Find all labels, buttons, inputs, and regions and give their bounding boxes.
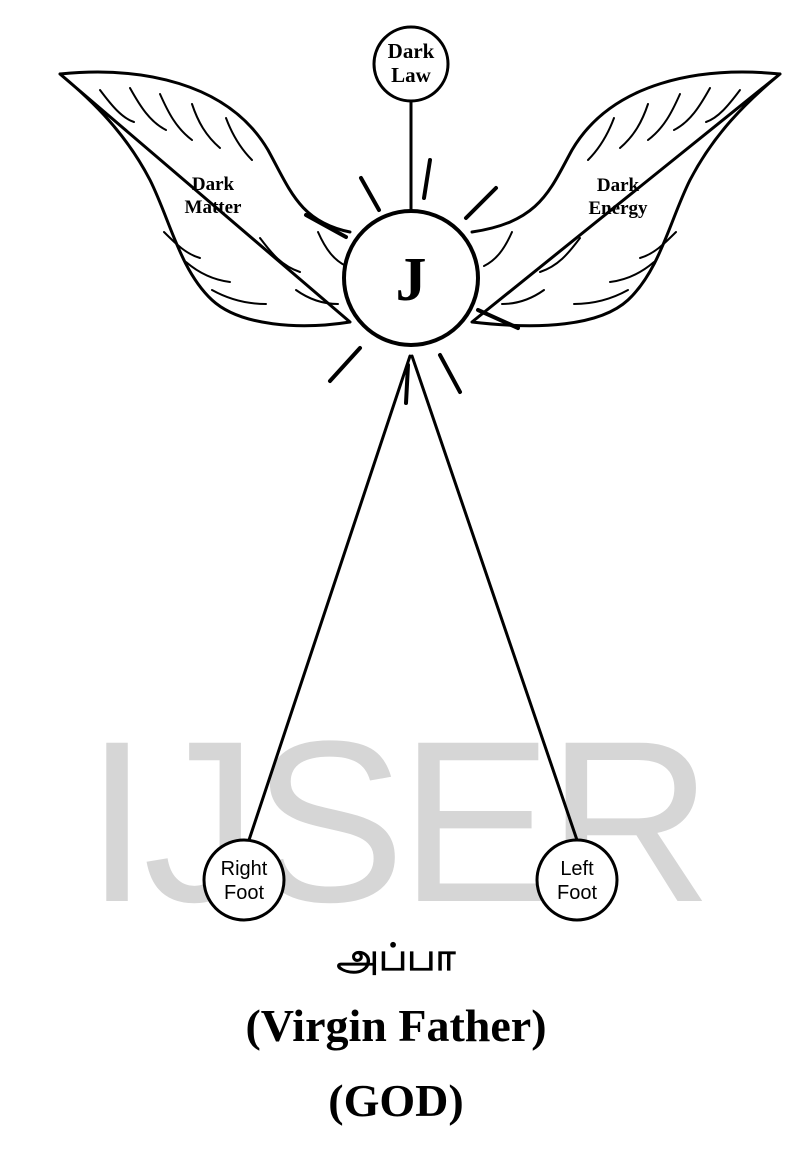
radiance-rays xyxy=(304,158,520,405)
left-foot-label-1: Left xyxy=(560,858,594,880)
dark-energy-label-2: Energy xyxy=(588,198,648,219)
dark-energy-label-1: Dark xyxy=(597,175,640,196)
dark-law-label-1: Dark xyxy=(388,39,435,63)
dark-matter-label-2: Matter xyxy=(185,197,243,218)
right-foot-node: Right Foot xyxy=(202,838,286,922)
right-foot-label-1: Right xyxy=(221,858,268,880)
caption-virgin-father: (Virgin Father) xyxy=(245,1000,547,1051)
caption-tamil: அப்பா xyxy=(336,935,456,979)
left-leg-line xyxy=(410,354,580,845)
caption-god: (GOD) xyxy=(328,1075,464,1126)
right-foot-label-2: Foot xyxy=(224,882,264,904)
left-foot-label-2: Foot xyxy=(557,882,597,904)
left-wing-feathers xyxy=(99,87,347,305)
dark-law-node: Dark Law xyxy=(372,25,450,103)
j-label: J xyxy=(396,246,427,314)
dark-law-label-2: Law xyxy=(391,63,432,87)
left-foot-node: Left Foot xyxy=(535,838,619,922)
j-node: J xyxy=(342,209,480,347)
right-leg-line xyxy=(246,354,412,845)
dark-matter-label-1: Dark xyxy=(192,174,235,195)
right-wing-feathers xyxy=(483,87,741,305)
diagram-svg: Dark Law J Dark Matter Dark Energy Right… xyxy=(58,25,782,922)
